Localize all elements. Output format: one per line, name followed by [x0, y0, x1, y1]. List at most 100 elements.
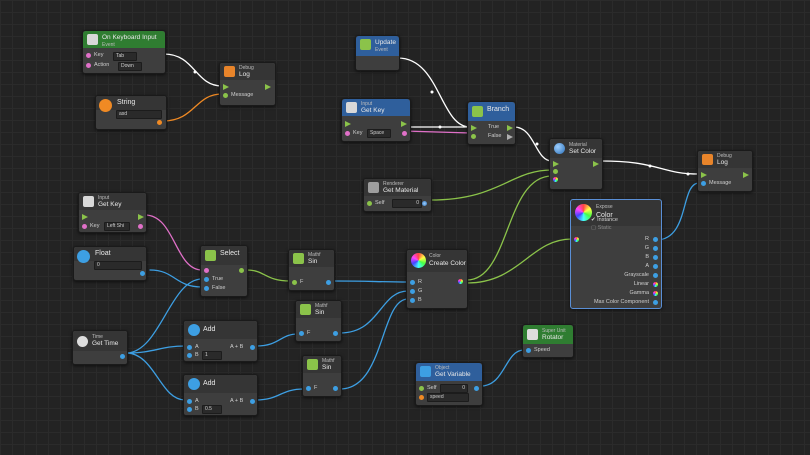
create-color-node[interactable]: Color Create Color R G B	[406, 249, 468, 309]
f-in-port[interactable]	[306, 386, 311, 391]
self-port[interactable]	[367, 201, 372, 206]
instance-toggle[interactable]: ✔ Instance	[591, 217, 618, 223]
node-header[interactable]: Float	[74, 247, 146, 263]
float-value-field[interactable]: 0	[94, 261, 142, 270]
input-get-key-node-top[interactable]: Input Get Key Key Space	[341, 98, 411, 142]
member-out-port[interactable]	[653, 246, 658, 251]
float-node[interactable]: Float 0	[73, 246, 147, 281]
flow-out-port[interactable]	[593, 161, 599, 167]
sin-out-port[interactable]	[326, 280, 331, 285]
b-port[interactable]	[187, 353, 192, 358]
node-header[interactable]: Update Event	[356, 36, 399, 56]
member-out-port[interactable]	[653, 282, 658, 287]
flow-out-port[interactable]	[265, 84, 271, 90]
variable-name-field[interactable]: speed	[427, 393, 469, 402]
node-header[interactable]: Mathf Sin	[296, 301, 341, 318]
node-header[interactable]: Select	[201, 246, 247, 265]
flow-out-port[interactable]	[401, 121, 407, 127]
f-in-port[interactable]	[292, 280, 297, 285]
false-port[interactable]	[204, 286, 209, 291]
node-header[interactable]: Input Get Key	[79, 193, 146, 210]
false-out-port[interactable]	[507, 134, 513, 140]
input-get-key-node-left[interactable]: Input Get Key Key Left Shi	[78, 192, 147, 233]
time-out-port[interactable]	[120, 354, 125, 359]
static-toggle[interactable]: ▢ Static	[591, 225, 612, 231]
condition-port[interactable]	[204, 268, 209, 273]
node-header[interactable]: Renderer Get Material	[364, 179, 431, 196]
member-out-port[interactable]	[653, 264, 658, 269]
b-value-field[interactable]: 1	[202, 351, 222, 360]
node-header[interactable]: Time Get Time	[73, 331, 127, 351]
action-field[interactable]: Down	[118, 62, 142, 71]
key-out-port[interactable]	[402, 131, 407, 136]
r-port[interactable]	[410, 280, 415, 285]
flow-in-port[interactable]	[701, 172, 707, 178]
g-port[interactable]	[410, 289, 415, 294]
action-port[interactable]	[86, 63, 91, 68]
update-event-node[interactable]: Update Event	[355, 35, 400, 71]
self-field[interactable]: 0	[440, 384, 468, 393]
string-out-port[interactable]	[157, 120, 162, 125]
b-port[interactable]	[410, 298, 415, 303]
mathf-sin-node-3[interactable]: Mathf Sin F	[302, 355, 342, 397]
node-header[interactable]: Add	[184, 375, 257, 393]
node-header[interactable]: Mathf Sin	[303, 356, 341, 373]
key-field[interactable]: Left Shi	[104, 222, 130, 231]
flow-out-port[interactable]	[138, 214, 144, 220]
mathf-sin-node-2[interactable]: Mathf Sin F	[295, 300, 342, 342]
b-port[interactable]	[187, 407, 192, 412]
speed-port[interactable]	[526, 348, 531, 353]
f-in-port[interactable]	[299, 331, 304, 336]
a-port[interactable]	[187, 345, 192, 350]
key-field[interactable]: Space	[367, 129, 391, 138]
color-out-port[interactable]	[458, 279, 463, 284]
self-port[interactable]	[419, 386, 424, 391]
true-out-port[interactable]	[507, 125, 513, 131]
color-in-port[interactable]	[574, 237, 579, 242]
flow-in-port[interactable]	[82, 214, 88, 220]
a-port[interactable]	[187, 399, 192, 404]
color-port[interactable]	[553, 177, 558, 182]
material-port[interactable]	[553, 169, 558, 174]
node-header[interactable]: Debug Log	[698, 151, 752, 168]
node-header[interactable]: String	[96, 96, 166, 112]
true-port[interactable]	[204, 277, 209, 282]
sum-out-port[interactable]	[250, 399, 255, 404]
name-port[interactable]	[419, 395, 424, 400]
flow-in-port[interactable]	[553, 161, 559, 167]
member-out-port[interactable]	[653, 237, 658, 242]
sin-out-port[interactable]	[333, 386, 338, 391]
float-out-port[interactable]	[140, 271, 145, 276]
branch-node[interactable]: Branch True False	[467, 101, 516, 145]
key-port[interactable]	[82, 224, 87, 229]
sum-out-port[interactable]	[250, 345, 255, 350]
renderer-get-material-node[interactable]: Renderer Get Material Self 0	[363, 178, 432, 212]
string-node[interactable]: String asd	[95, 95, 167, 130]
member-out-port[interactable]	[653, 291, 658, 296]
super-unit-rotator-node[interactable]: Super Unit Rotator Speed	[522, 324, 574, 358]
select-node[interactable]: Select True False	[200, 245, 248, 297]
node-header[interactable]: On Keyboard Input Event	[83, 31, 165, 48]
member-out-port[interactable]	[653, 273, 658, 278]
select-out-port[interactable]	[239, 268, 244, 273]
node-header[interactable]: Object Get Variable	[416, 363, 482, 381]
flow-out-port[interactable]	[743, 172, 749, 178]
condition-port[interactable]	[471, 134, 476, 139]
node-header[interactable]: Color Create Color	[407, 250, 467, 272]
node-header[interactable]: Input Get Key	[342, 99, 410, 116]
flow-in-port[interactable]	[223, 84, 229, 90]
key-port[interactable]	[345, 131, 350, 136]
b-value-field[interactable]: 0.5	[202, 405, 222, 414]
mathf-sin-node-1[interactable]: Mathf Sin F	[288, 249, 335, 291]
on-keyboard-input-node[interactable]: On Keyboard Input Event Key Tab Action D…	[82, 30, 166, 74]
node-header[interactable]: Mathf Sin	[289, 250, 334, 267]
node-header[interactable]: Branch	[468, 102, 515, 121]
key-port[interactable]	[86, 53, 91, 58]
node-header[interactable]: Super Unit Rotator	[523, 325, 573, 344]
sin-out-port[interactable]	[333, 331, 338, 336]
add-node-2[interactable]: Add A B 0.5 A + B	[183, 374, 258, 416]
time-get-time-node[interactable]: Time Get Time	[72, 330, 128, 365]
node-header[interactable]: Debug Log	[220, 63, 275, 80]
